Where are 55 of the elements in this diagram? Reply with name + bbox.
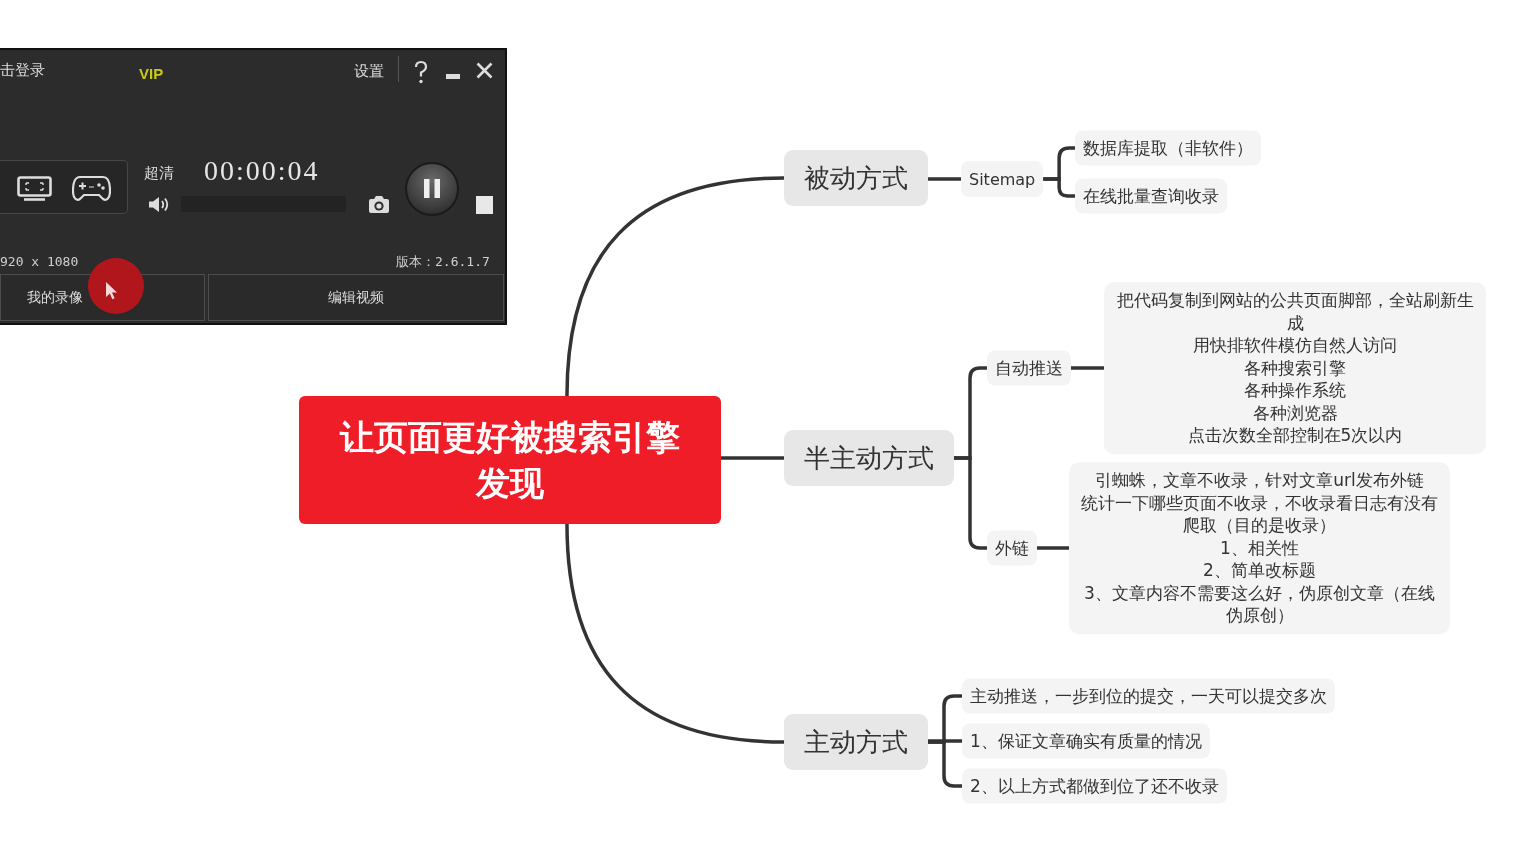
topic-text: 1、相关性 (1220, 536, 1299, 560)
connector-line (928, 740, 962, 788)
note-topic (962, 768, 1227, 804)
connector-line (1043, 177, 1075, 198)
topic-text: 主动方式 (804, 725, 908, 759)
topic-text: 外链 (995, 536, 1029, 560)
note-topic (962, 678, 1335, 714)
note-topic (1075, 130, 1261, 166)
vip-label: VIP (139, 65, 164, 83)
note-topic (1069, 462, 1450, 634)
settings-link: 设置 (354, 62, 384, 80)
connector-line (721, 456, 784, 460)
connector-line (565, 523, 785, 744)
topic-text: 半主动方式 (804, 441, 934, 475)
quality-label: 超清 (144, 164, 174, 182)
connector-line (928, 177, 961, 181)
connector-line (928, 739, 962, 743)
topic-text: 主动推送，一步到位的提交，一天可以提交多次 (970, 684, 1327, 708)
topic-text: 2、以上方式都做到位了还不收录 (970, 774, 1219, 798)
topic-text: 让页面更好被搜索引擎发现 (338, 416, 681, 505)
subtopic (961, 161, 1044, 197)
topic-text: 把代码复制到网站的公共页面脚部，全站刷新生成 (1115, 289, 1475, 335)
topic-text: 统计一下哪些页面不收录，不收录看日志有没有爬取（目的是收录） (1080, 491, 1439, 537)
note-topic (962, 723, 1210, 759)
panel-button: 编辑视频 (208, 274, 504, 321)
topic-text: 各种搜索引擎 (1244, 356, 1346, 380)
connector-line (1037, 546, 1069, 550)
note-topic (987, 350, 1071, 386)
login-link: 击登录 (0, 61, 45, 79)
topic-text: 用快排软件模仿自然人访问 (1193, 334, 1397, 357)
topic-text: 1、保证文章确实有质量的情况 (970, 729, 1202, 753)
topic-text: Sitemap (969, 169, 1036, 189)
topic-text: 点击次数全部控制在5次以内 (1187, 424, 1403, 447)
connector-line (565, 176, 785, 397)
central-topic (299, 396, 721, 524)
topic-text: 数据库提取（非软件） (1083, 136, 1253, 160)
note-topic (1075, 178, 1227, 214)
topic-text: 2、简单改标题 (1203, 559, 1316, 582)
branch-topic (784, 714, 928, 770)
topic-text: 各种浏览器 (1252, 401, 1338, 425)
topic-text: 自动推送 (995, 356, 1063, 380)
resolution-label: 920 x 1080 (0, 254, 79, 270)
recording-timer: 00:00:04 (204, 155, 320, 187)
topic-text: 3、文章内容不需要这么好，伪原创文章（在线伪原创） (1083, 581, 1436, 627)
connector-line (954, 456, 987, 550)
branch-topic (784, 150, 928, 206)
topic-text: 被动方式 (804, 161, 908, 195)
branch-topic (784, 430, 954, 486)
connector-line (1071, 366, 1104, 370)
note-topic (1104, 282, 1486, 454)
topic-text: 引蜘蛛，文章不收录，针对文章url发布外链 (1095, 469, 1424, 492)
note-topic (987, 530, 1037, 566)
topic-text: 在线批量查询收录 (1083, 184, 1219, 208)
topic-text: 各种操作系统 (1244, 379, 1346, 402)
version-label: 版本：2.6.1.7 (396, 254, 490, 270)
